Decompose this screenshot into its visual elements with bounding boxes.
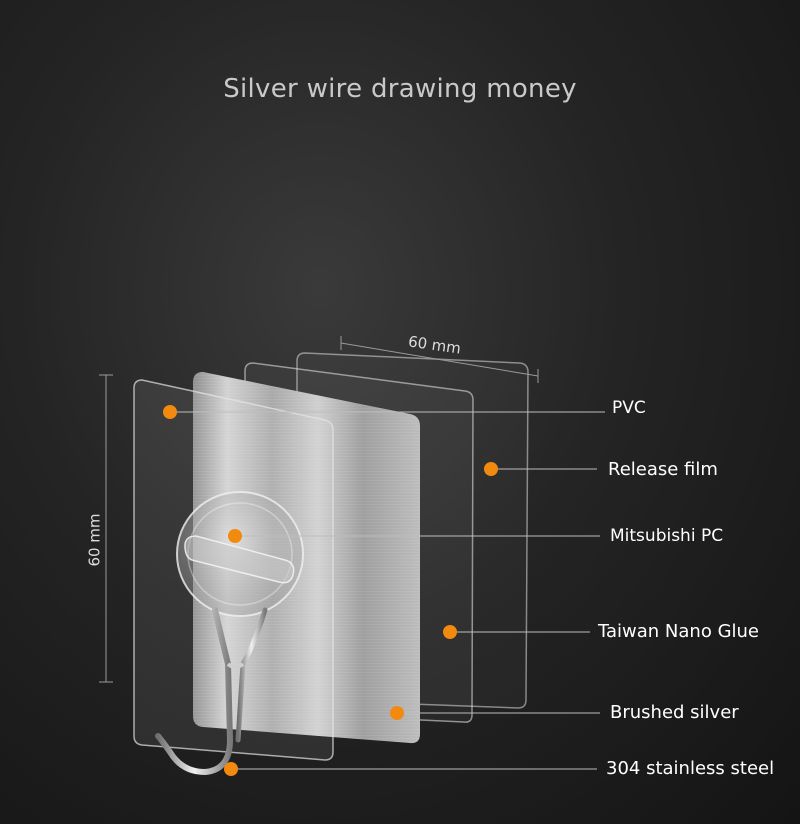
marker-stainless-steel [224, 762, 238, 776]
label-brushed-silver: Brushed silver [610, 702, 739, 723]
label-nano-glue: Taiwan Nano Glue [598, 621, 759, 642]
label-mitsubishi-pc: Mitsubishi PC [610, 526, 724, 546]
width-dimension [340, 336, 539, 383]
marker-mitsubishi-pc [228, 529, 242, 543]
markers [163, 405, 498, 776]
hook [155, 491, 304, 776]
marker-release-film [484, 462, 498, 476]
back-layer-1 [296, 352, 529, 709]
marker-brushed-silver [390, 706, 404, 720]
label-stainless-steel: 304 stainless steel [606, 758, 775, 779]
page-title: Silver wire drawing money [223, 74, 577, 104]
label-pvc: PVC [612, 398, 646, 418]
height-dimension [99, 374, 113, 683]
label-release-film: Release film [608, 459, 718, 480]
marker-nano-glue [443, 625, 457, 639]
height-dimension-label: 60 mm [85, 513, 104, 567]
marker-pvc [163, 405, 177, 419]
leader-lines [170, 411, 605, 770]
